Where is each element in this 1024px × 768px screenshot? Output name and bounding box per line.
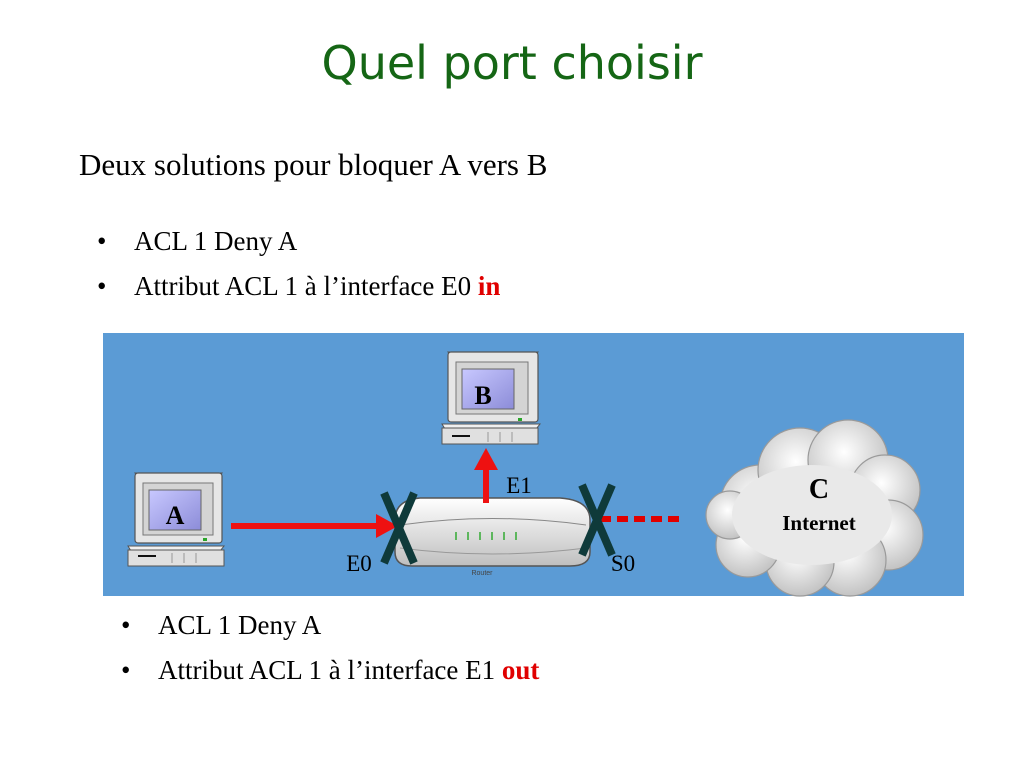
bullet-marker: • [97, 271, 107, 302]
list-item: • Attribut ACL 1 à l’interface E0 in [97, 270, 500, 302]
computer-b [441, 351, 542, 445]
computer-a [127, 472, 226, 567]
solution-1-list: • ACL 1 Deny A • Attribut ACL 1 à l’inte… [97, 225, 500, 303]
slide-subtitle: Deux solutions pour bloquer A vers B [79, 147, 548, 182]
interface-e1-label: E1 [506, 473, 532, 498]
host-b-label: B [474, 381, 491, 410]
host-c-label: C [809, 474, 829, 505]
bullet-text: Attribut ACL 1 à l’interface E1 [158, 655, 502, 686]
bullet-marker: • [121, 655, 131, 686]
host-a-label: A [166, 501, 185, 530]
bullet-marker: • [97, 226, 107, 256]
router [394, 497, 591, 567]
list-item: • ACL 1 Deny A [121, 609, 539, 641]
internet-cloud [705, 419, 924, 597]
bullet-marker: • [121, 610, 131, 640]
arrow-a-to-router [231, 514, 398, 538]
block-mark-s0 [578, 483, 616, 557]
bullet-text: Attribut ACL 1 à l’interface E0 [134, 271, 478, 302]
list-item: • ACL 1 Deny A [97, 225, 500, 257]
cloud-label: Internet [782, 511, 855, 535]
list-item: • Attribut ACL 1 à l’interface E1 out [121, 654, 539, 686]
solution-2-list: • ACL 1 Deny A • Attribut ACL 1 à l’inte… [121, 609, 539, 687]
bullet-text: ACL 1 Deny A [158, 610, 322, 640]
direction-keyword: in [477, 271, 501, 302]
slide-title: Quel port choisir [321, 36, 703, 90]
interface-s0-label: S0 [611, 551, 635, 576]
arrow-router-to-b [474, 448, 498, 503]
interface-e0-label: E0 [346, 551, 372, 576]
router-label: Router [471, 570, 493, 577]
direction-keyword: out [501, 655, 540, 686]
block-mark-e0 [380, 491, 418, 565]
bullet-text: ACL 1 Deny A [134, 226, 298, 256]
